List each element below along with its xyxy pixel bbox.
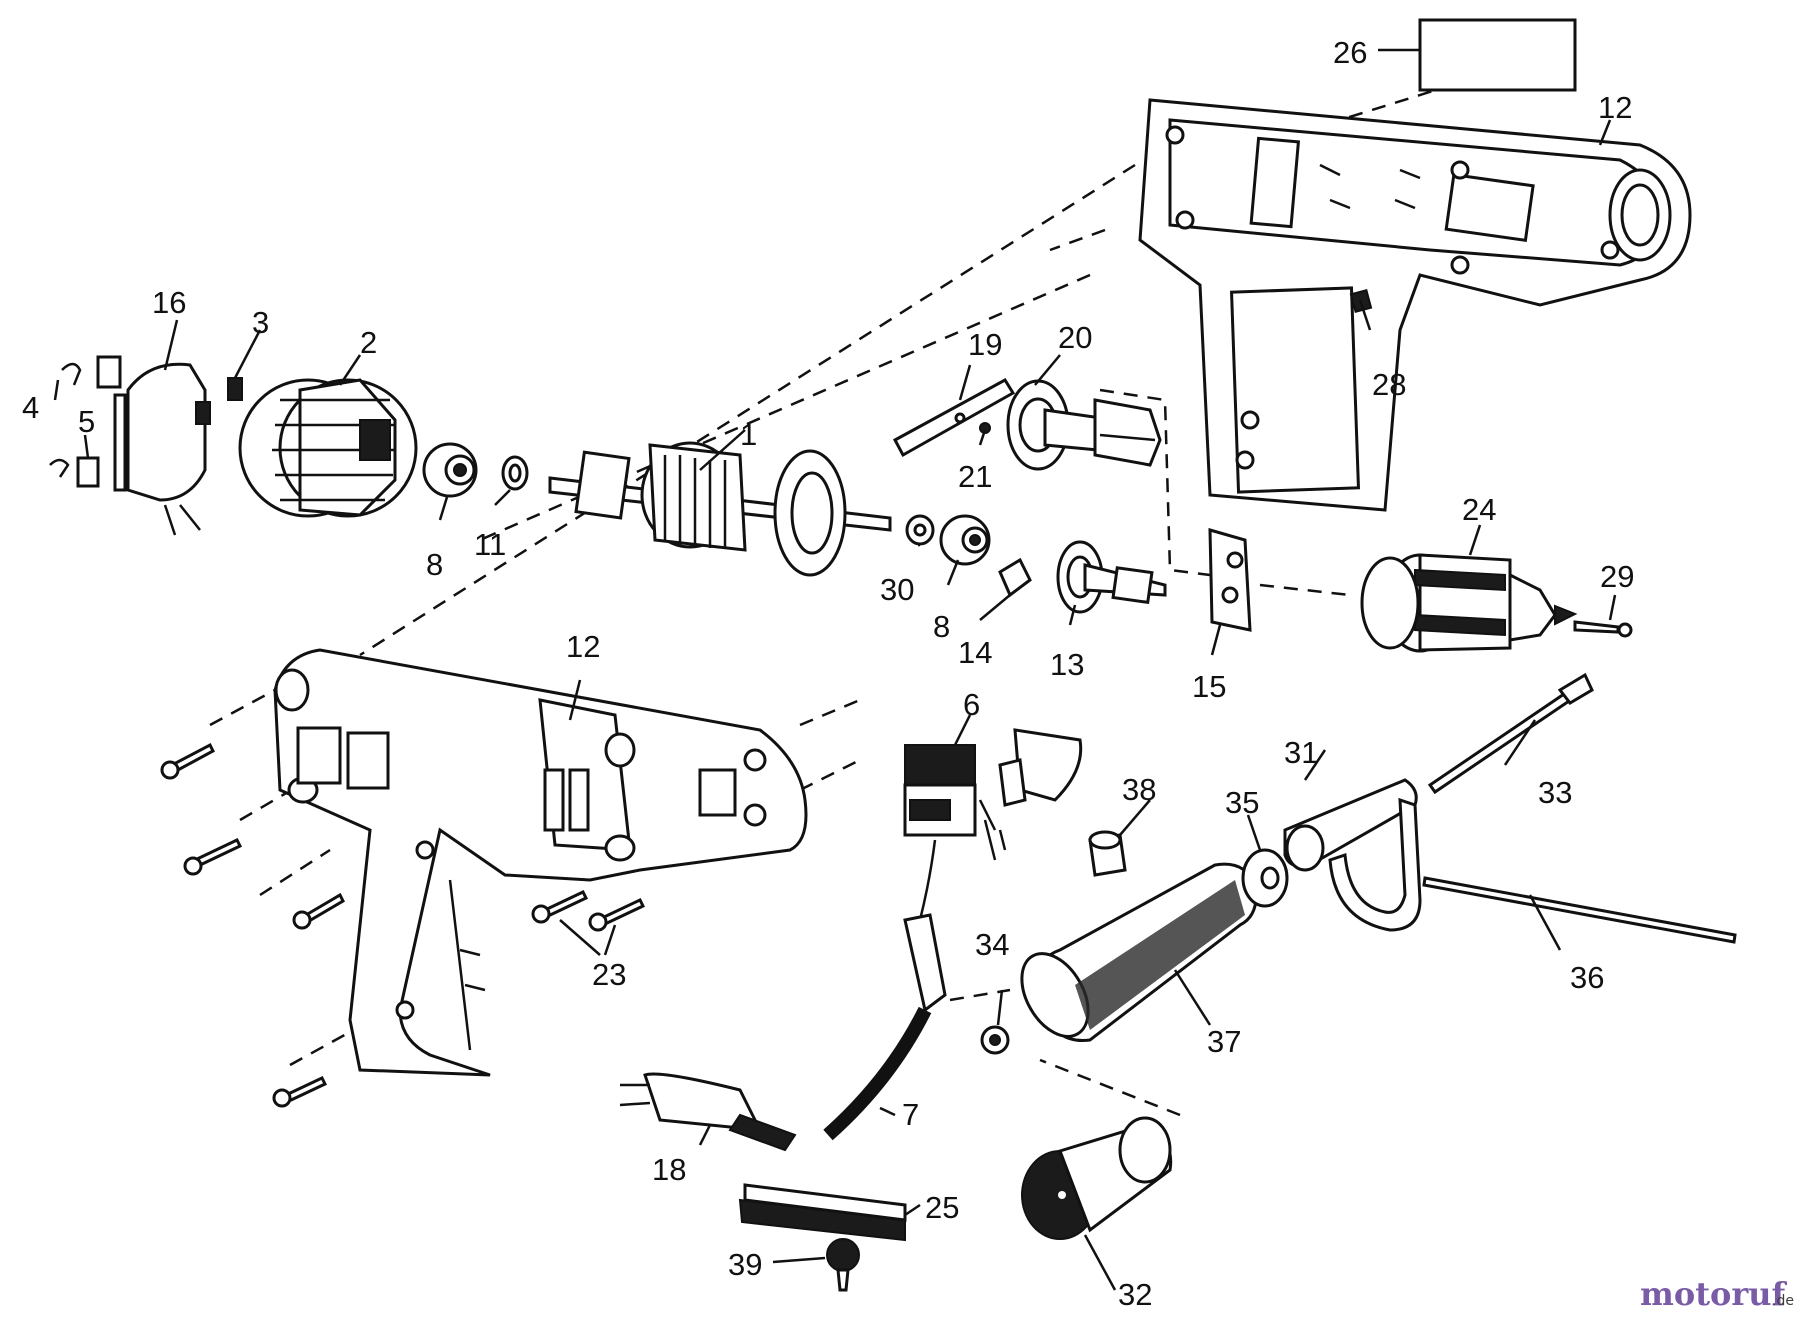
part-label-8-right: 8	[933, 609, 950, 644]
part-label-8-left: 8	[426, 547, 443, 582]
part-label-2: 2	[360, 325, 377, 360]
watermark-suffix: .de	[1772, 1293, 1794, 1309]
plug-18	[619, 1072, 797, 1152]
part-label-26: 26	[1333, 35, 1367, 70]
side-grip-37	[1020, 862, 1258, 1043]
part-label-15: 15	[1192, 669, 1226, 704]
part-label-18: 18	[652, 1152, 686, 1187]
part-label-7: 7	[902, 1097, 919, 1132]
part-label-1: 1	[740, 417, 757, 452]
part-label-12-top: 12	[1598, 90, 1632, 125]
screw-29	[1573, 620, 1633, 638]
part-label-34: 34	[975, 927, 1009, 962]
part-label-20: 20	[1058, 320, 1092, 355]
power-cord-7	[823, 839, 947, 1141]
nut-34	[980, 1025, 1010, 1055]
screws-23	[160, 742, 646, 1108]
leader-lines	[53, 48, 1617, 1291]
label-plate	[1418, 18, 1577, 92]
watermark-text: motoruf	[1640, 1275, 1787, 1313]
part-label-31: 31	[1284, 735, 1318, 770]
part-label-38: 38	[1122, 772, 1156, 807]
chuck-24	[1360, 553, 1578, 653]
part-label-11: 11	[474, 527, 506, 562]
part-number-labels: 26 12 28 16 3 2 4 5 8 11 1 19 20 21 30 8…	[22, 35, 1634, 1312]
bearing-plate-15	[1208, 527, 1252, 632]
key-holder-25	[738, 1183, 907, 1242]
part-label-24: 24	[1462, 492, 1496, 527]
housing-half-bottom	[273, 648, 808, 1077]
part-label-35: 35	[1225, 785, 1259, 820]
chuck-key-39	[826, 1238, 860, 1292]
part-label-13: 13	[1050, 647, 1084, 682]
cover-32	[1021, 1116, 1173, 1240]
part-label-32: 32	[1118, 1277, 1152, 1312]
bearing-right	[939, 514, 991, 566]
switch-6	[903, 728, 1083, 861]
part-label-14: 14	[958, 635, 992, 670]
part-label-16: 16	[152, 285, 186, 320]
retainer-14	[998, 557, 1032, 598]
brush-assembly	[49, 355, 243, 536]
part-label-23: 23	[592, 957, 626, 992]
part-label-12-bottom: 12	[566, 629, 600, 664]
part-label-21: 21	[958, 459, 992, 494]
watermark-logo: motoruf .de	[1640, 1275, 1794, 1313]
part-label-28: 28	[1372, 367, 1406, 402]
lock-strap-19	[892, 378, 1016, 458]
cap-38	[1088, 830, 1127, 877]
part-label-19: 19	[968, 327, 1002, 362]
part-label-30: 30	[880, 572, 914, 607]
part-label-25: 25	[925, 1190, 959, 1225]
part-label-37: 37	[1207, 1024, 1241, 1059]
part-label-4: 4	[22, 390, 39, 425]
part-label-36: 36	[1570, 960, 1604, 995]
washer-11	[501, 455, 529, 491]
washer-35	[1241, 848, 1289, 908]
depth-rod-36	[1422, 876, 1737, 944]
armature	[548, 441, 892, 577]
handle-clamp-31	[1283, 778, 1422, 932]
intermediate-gear-13	[1056, 540, 1167, 614]
washer-30	[905, 514, 935, 546]
spindle-gear-20	[1006, 379, 1162, 471]
part-label-6: 6	[963, 687, 980, 722]
rod-33	[1427, 672, 1594, 795]
housing-half-top	[1138, 98, 1692, 512]
part-label-3: 3	[252, 305, 269, 340]
bearing-left	[422, 442, 478, 498]
part-label-29: 29	[1600, 559, 1634, 594]
part-label-33: 33	[1538, 775, 1572, 810]
part-label-39: 39	[728, 1247, 762, 1282]
part-label-5: 5	[78, 404, 95, 439]
field-stator	[238, 378, 418, 518]
